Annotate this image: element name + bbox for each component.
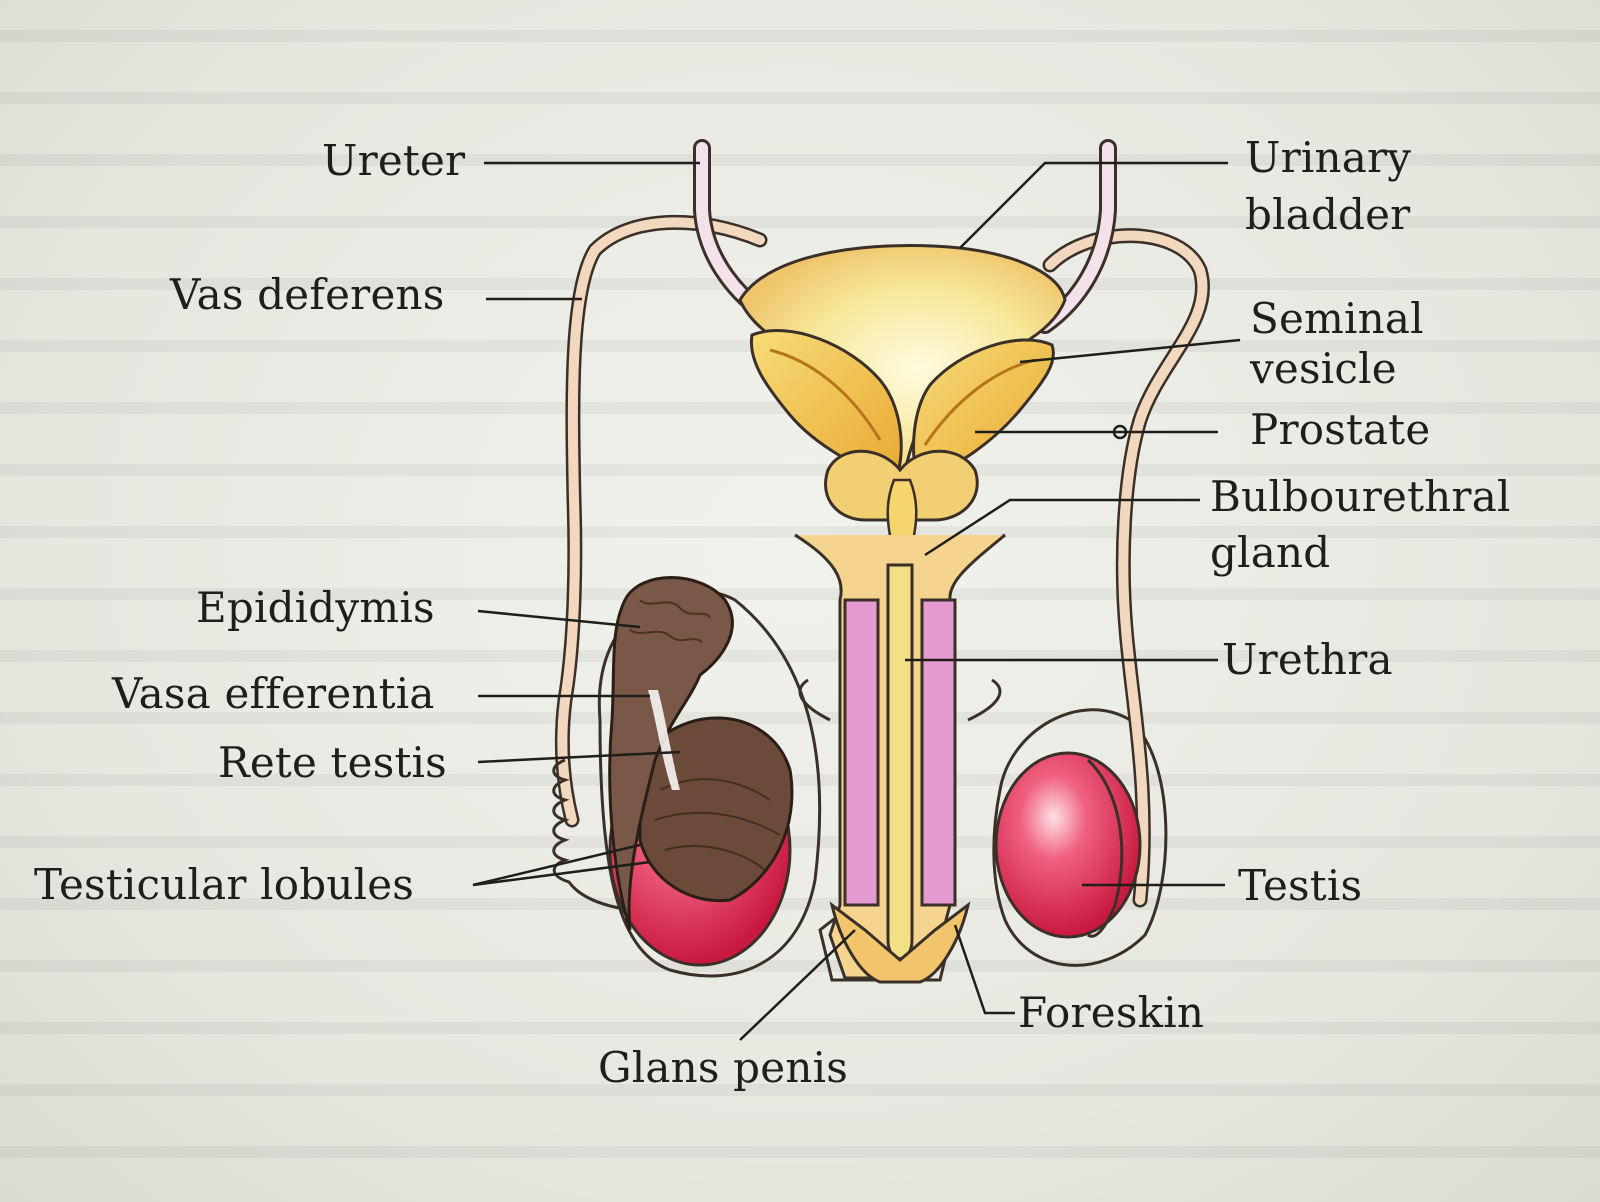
right-scrotum [992, 708, 1168, 967]
glans-penis [829, 901, 971, 984]
leader-urinary-bladder [959, 161, 1228, 249]
label-urethra: Urethra [1222, 635, 1393, 684]
leader-glans-penis [739, 929, 856, 1041]
leader-seminal-vesicle [1019, 338, 1241, 364]
label-seminal-line1: Seminal [1250, 294, 1424, 343]
epididymis [608, 576, 734, 931]
leader-foreskin [953, 924, 1015, 1015]
leader-epididymis [477, 609, 641, 629]
label-bulbourethral-line2: gland [1210, 528, 1331, 577]
left-corpus-cavernosum [843, 598, 880, 907]
label-prostate: Prostate [1250, 405, 1431, 454]
label-urinary-line1: Urinary [1245, 133, 1412, 182]
label-vasa-efferentia: Vasa efferentia [112, 669, 435, 718]
testicular-lobules-region [638, 716, 794, 903]
leader-rete-testis [477, 750, 681, 764]
label-rete-testis: Rete testis [218, 738, 447, 787]
label-testis: Testis [1238, 861, 1363, 910]
label-seminal-line2: vesicle [1250, 344, 1397, 393]
label-ureter: Ureter [322, 136, 466, 185]
right-testis [994, 751, 1142, 939]
leader-testicular-lobules-1 [472, 843, 641, 887]
label-foreskin: Foreskin [1018, 988, 1205, 1037]
urethra [886, 563, 914, 961]
leader-bulbourethral [924, 498, 1200, 557]
leader-testicular-lobules-2 [472, 860, 651, 887]
label-testicular-lobules: Testicular lobules [34, 860, 415, 909]
label-bulbourethral-line1: Bulbourethral [1210, 472, 1511, 521]
label-vas-deferens: Vas deferens [170, 270, 445, 319]
coiled-duct [552, 758, 620, 910]
label-glans-penis: Glans penis [598, 1043, 848, 1092]
leader-lines [472, 161, 1241, 1041]
label-urinary-line2: bladder [1245, 190, 1411, 239]
vasa-efferentia [648, 690, 680, 790]
label-epididymis: Epididymis [196, 583, 435, 632]
right-corpus-cavernosum [920, 598, 957, 907]
